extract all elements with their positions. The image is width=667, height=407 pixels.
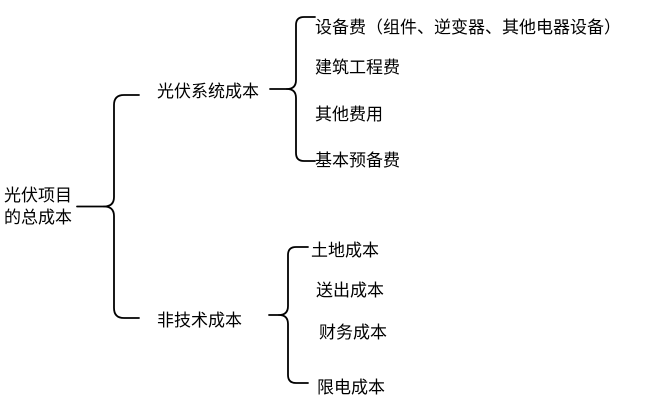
leaf-curtailment-cost: 限电成本 xyxy=(317,378,385,397)
leaf-other-cost: 其他费用 xyxy=(315,105,383,124)
root-node-total-cost: 光伏项目的总成本 xyxy=(4,186,72,227)
branch-pv-system-cost: 光伏系统成本 xyxy=(157,82,259,101)
leaf-construction-cost: 建筑工程费 xyxy=(315,58,400,77)
branch-non-technical-cost: 非技术成本 xyxy=(157,311,242,330)
pv-system-brace xyxy=(286,16,316,162)
leaf-transmission-cost: 送出成本 xyxy=(316,281,384,300)
leaf-land-cost: 土地成本 xyxy=(311,241,379,260)
non-technical-brace xyxy=(278,246,309,384)
main-brace xyxy=(103,94,140,319)
leaf-reserve-cost: 基本预备费 xyxy=(315,151,400,170)
leaf-finance-cost: 财务成本 xyxy=(319,323,387,342)
leaf-equipment-cost: 设备费（组件、逆变器、其他电器设备） xyxy=(315,18,621,37)
